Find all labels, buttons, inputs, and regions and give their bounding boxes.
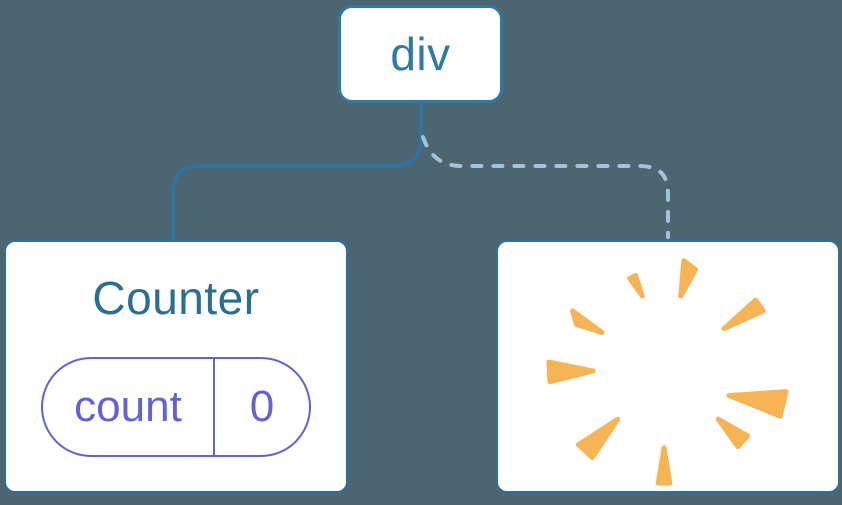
state-value-cell: 0 — [215, 359, 309, 455]
poof-ray-lower-right — [715, 416, 751, 450]
poof-ray-lower-left — [575, 416, 621, 460]
poof-ray-right — [726, 389, 789, 419]
root-node-label: div — [390, 28, 451, 80]
poof-ray-left — [546, 359, 596, 385]
counter-title: Counter — [92, 272, 260, 324]
root-node-div: div — [338, 5, 503, 103]
removed-component-card — [496, 240, 840, 493]
state-pill: count 0 — [41, 356, 311, 457]
poof-starburst-icon — [546, 258, 789, 486]
poof-ray-top-left-small — [627, 273, 645, 299]
poof-ray-upper-right — [721, 297, 766, 332]
dashed-connector-line — [421, 135, 670, 239]
poof-ray-upper-left — [570, 308, 605, 336]
poof-ray-top — [678, 258, 699, 299]
poof-ray-bottom — [655, 445, 673, 486]
state-key-label: count — [74, 381, 182, 431]
counter-component-card: Counter count 0 — [4, 240, 348, 493]
state-key-cell: count — [43, 358, 215, 455]
solid-connector-line — [171, 99, 423, 242]
state-value-label: 0 — [249, 381, 275, 431]
